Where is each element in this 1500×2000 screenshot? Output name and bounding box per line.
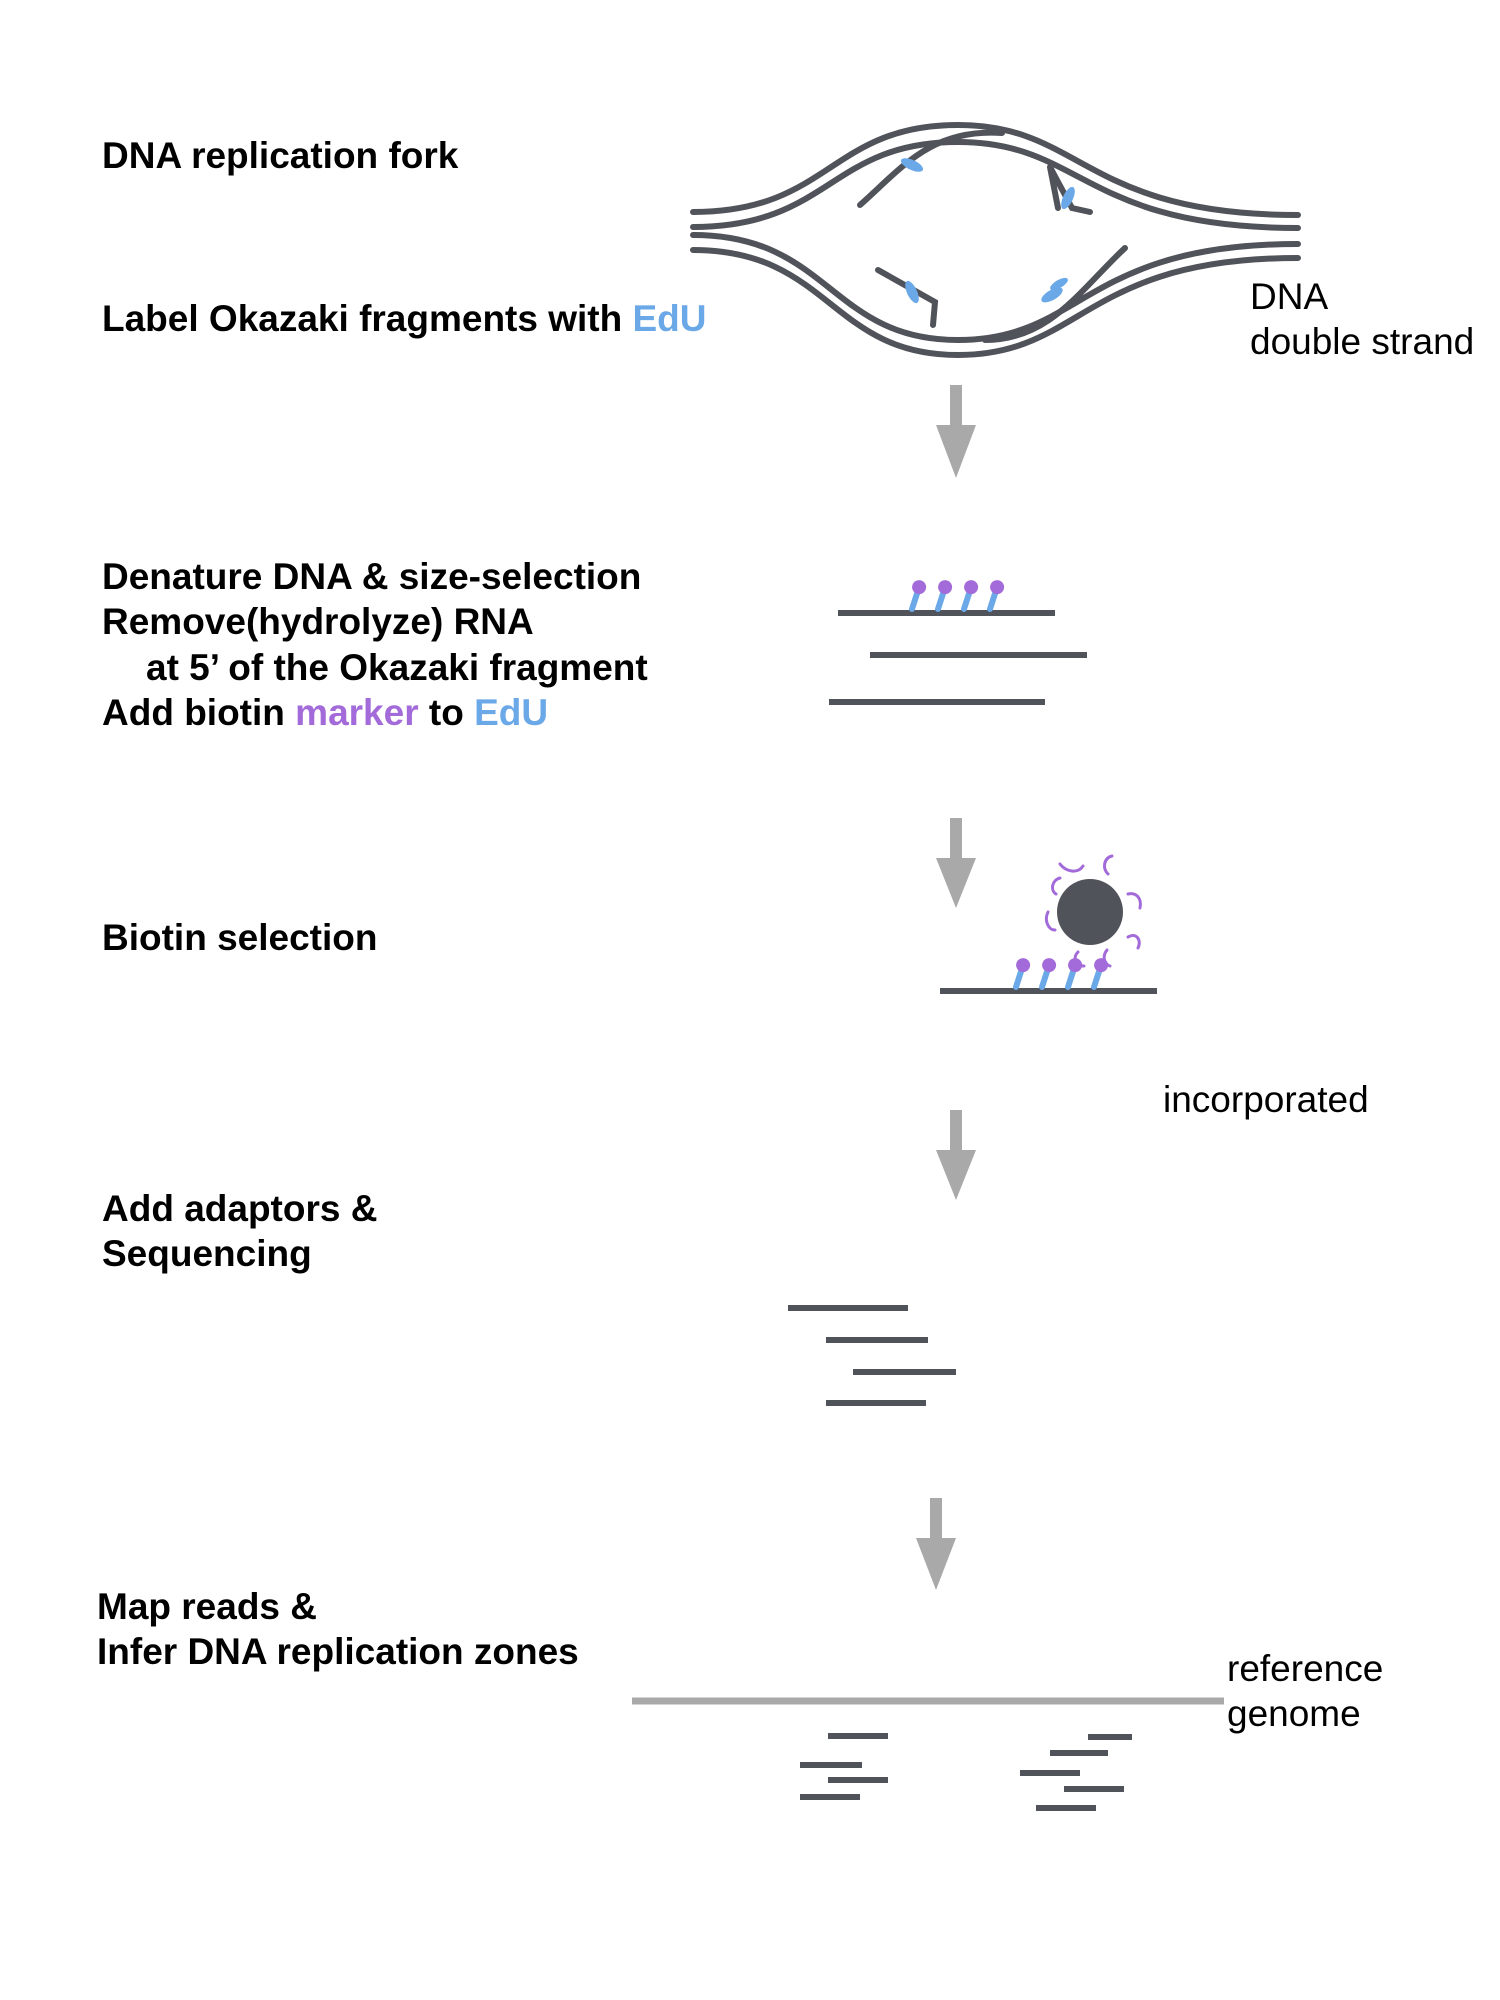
tag-7 bbox=[1061, 958, 1083, 989]
edu-label-1 bbox=[900, 158, 924, 172]
sequencing-reads bbox=[788, 1305, 956, 1406]
okazaki-fragment-top-left bbox=[857, 129, 1005, 208]
dna-label-line2: double strand bbox=[1250, 321, 1475, 362]
mapped-reads-left bbox=[800, 1733, 888, 1800]
tag-1 bbox=[905, 580, 927, 611]
okazaki-fragment-top-right bbox=[1047, 164, 1093, 215]
fork-bottom-inner-strand bbox=[690, 232, 1301, 344]
edu-label-2 bbox=[1061, 186, 1075, 210]
edu-label-4 bbox=[1041, 287, 1063, 303]
tag-6 bbox=[1035, 958, 1057, 989]
replication-fork bbox=[690, 121, 1301, 359]
reference-label-line1: reference bbox=[1227, 1648, 1384, 1689]
fork-top-inner-strand bbox=[690, 138, 1301, 231]
tag-5 bbox=[1009, 958, 1031, 989]
edu-label-5 bbox=[1050, 277, 1068, 291]
edu-labels-fork bbox=[900, 158, 1075, 304]
step-label-text: Label Okazaki fragments with bbox=[102, 298, 633, 339]
streptavidin-arm-3 bbox=[1126, 892, 1142, 910]
arrow-1 bbox=[936, 385, 976, 478]
dna-label-line1: DNA bbox=[1250, 276, 1329, 317]
denatured-strands bbox=[829, 610, 1087, 705]
edu-term-2: EdU bbox=[474, 692, 549, 733]
edu-biotin-tags-1 bbox=[905, 580, 1005, 611]
fork-bottom-outer-strand bbox=[690, 247, 1301, 359]
streptavidin-arm-7 bbox=[1044, 910, 1057, 932]
mapped-reads-right bbox=[1020, 1734, 1132, 1811]
streptavidin-bead-group bbox=[1044, 854, 1142, 968]
to-text: to bbox=[418, 692, 475, 733]
step-adaptors-line2: Sequencing bbox=[102, 1233, 312, 1274]
reference-label-line2: genome bbox=[1227, 1693, 1361, 1734]
edu-biotin-tags-2 bbox=[1009, 958, 1109, 989]
step-adaptors-line1: Add adaptors & bbox=[102, 1188, 378, 1229]
arrow-4 bbox=[916, 1498, 956, 1590]
step-denature-line2: Remove(hydrolyze) RNA bbox=[102, 601, 534, 642]
step-denature-line4: Add biotin marker to EdU bbox=[102, 690, 548, 735]
step-denature-line3: at 5’ of the Okazaki fragment bbox=[146, 647, 648, 688]
step-denature-line1: Denature DNA & size-selection bbox=[102, 556, 642, 597]
step-fork-title: DNA replication fork bbox=[102, 135, 459, 176]
step-map-line1: Map reads & bbox=[97, 1586, 318, 1627]
edu-label-3 bbox=[905, 280, 919, 304]
streptavidin-arm-1 bbox=[1058, 862, 1085, 873]
streptavidin-arm-4 bbox=[1126, 933, 1141, 950]
streptavidin-arm-8 bbox=[1051, 876, 1062, 896]
add-biotin-text: Add biotin bbox=[102, 692, 296, 733]
okazaki-fragment-bottom-right bbox=[982, 245, 1128, 343]
step-label-edu: Label Okazaki fragments with EdU bbox=[102, 296, 706, 341]
step-biotin-title: Biotin selection bbox=[102, 917, 378, 958]
tag-3 bbox=[957, 580, 979, 611]
tag-2 bbox=[931, 580, 953, 611]
streptavidin-bead bbox=[1057, 879, 1123, 945]
incorporated-label: incorporated bbox=[1163, 1079, 1369, 1120]
okazaki-fragment-bottom-left bbox=[875, 267, 939, 328]
arrow-3 bbox=[936, 1110, 976, 1200]
tag-4 bbox=[983, 580, 1005, 611]
arrow-2 bbox=[936, 818, 976, 908]
marker-term: marker bbox=[295, 692, 419, 733]
edu-term: EdU bbox=[632, 298, 707, 339]
step-map-line2: Infer DNA replication zones bbox=[97, 1631, 579, 1672]
fork-top-outer-strand bbox=[690, 121, 1301, 218]
streptavidin-arm-2 bbox=[1103, 854, 1114, 876]
tag-8 bbox=[1087, 958, 1109, 989]
